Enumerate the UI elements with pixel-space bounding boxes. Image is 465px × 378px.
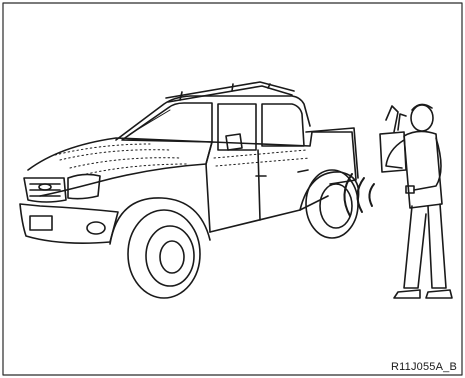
grille-emblem xyxy=(39,184,51,190)
side-shading xyxy=(214,150,310,166)
rear-wheel xyxy=(306,170,358,238)
front-wheel-arch xyxy=(110,198,210,244)
roof-rack xyxy=(166,82,294,102)
windshield xyxy=(122,103,212,142)
fog-light xyxy=(87,222,105,234)
right-shoe xyxy=(426,290,452,298)
rocker-panel xyxy=(210,196,328,232)
left-shoe xyxy=(394,290,420,298)
door-handle-rear xyxy=(298,170,308,172)
right-leg xyxy=(428,204,446,288)
license-plate-area xyxy=(30,216,52,230)
key-fob xyxy=(406,186,414,193)
head xyxy=(411,105,433,131)
grocery-bag xyxy=(380,106,406,172)
headlight xyxy=(68,174,100,198)
front-grille xyxy=(24,178,66,202)
hood xyxy=(28,138,212,196)
man-with-bag xyxy=(380,104,452,298)
figure-code: R11J055A_B xyxy=(391,361,457,373)
torso xyxy=(404,131,442,208)
front-wheel xyxy=(128,210,200,298)
cab-roof xyxy=(116,96,310,140)
door-seam xyxy=(258,150,260,220)
pickup-truck xyxy=(20,82,359,298)
cab-side xyxy=(206,132,356,184)
left-leg xyxy=(404,206,426,288)
left-arm xyxy=(386,140,404,168)
hood-shading xyxy=(55,144,188,175)
rear-door-window xyxy=(262,104,304,146)
signal-arc-1 xyxy=(369,184,374,206)
